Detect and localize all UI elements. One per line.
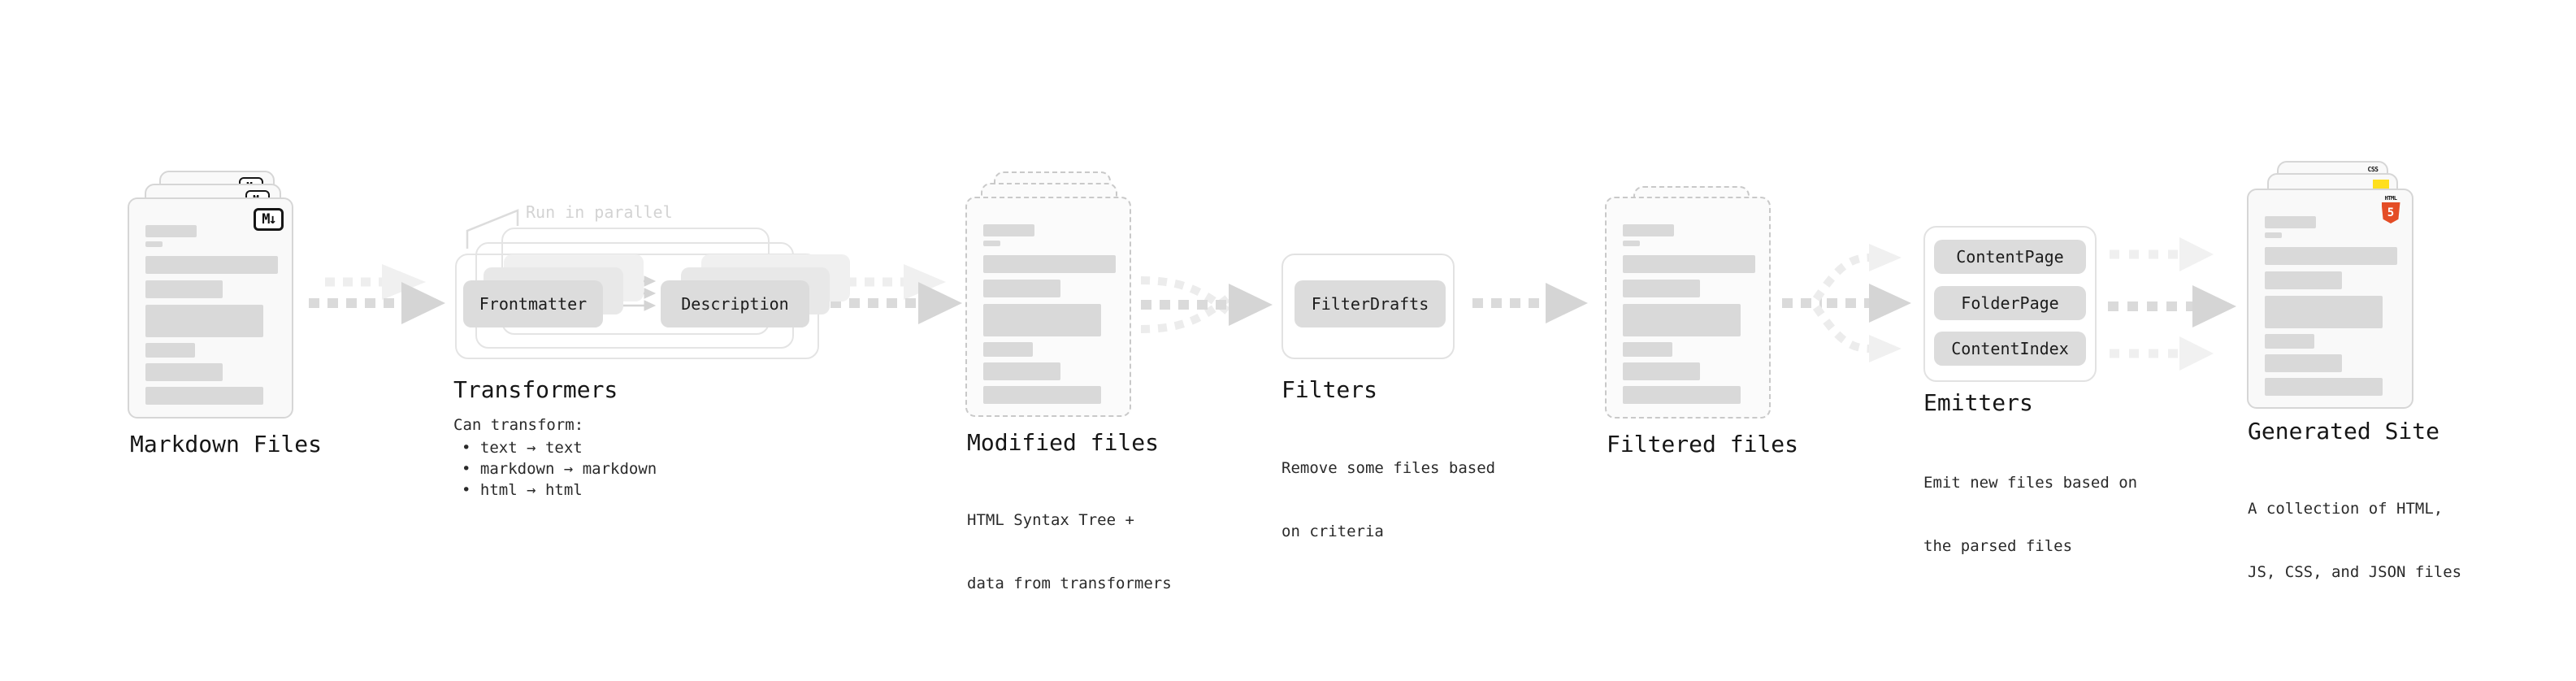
arrow-transformers-to-modified [830,282,962,324]
content-placeholder-bar [2265,271,2342,289]
content-placeholder-bar [1623,386,1741,404]
content-placeholder-bar [1623,342,1672,357]
html5-icon-number: 5 [2387,206,2395,219]
markdown-icon: M↓ [254,208,284,231]
arrow-markdown-to-transformers [309,282,445,324]
content-placeholder-bar [1623,224,1674,236]
content-placeholder-bar [145,387,263,405]
content-placeholder-bar [1623,280,1700,297]
emitters-desc-line: the parsed files [1923,537,2073,555]
content-placeholder-bar [145,363,223,381]
markdown-file-front: M↓ [128,197,293,419]
html5-icon-word: HTML [2384,195,2397,202]
arrow-filters-to-filtered [1472,283,1588,323]
content-placeholder-bar [145,305,263,337]
contentindex-chip: ContentIndex [1934,332,2086,366]
transformers-title: Transformers [453,376,618,403]
filters-title: Filters [1281,376,1378,403]
content-placeholder-bar [983,342,1033,357]
description-chip: Description [661,280,809,327]
arrow-markdown-to-transformers-ghost [325,264,426,300]
transformers-bullet: markdown → markdown [462,458,657,479]
arrow-emitters-to-generated-bottom [2110,336,2214,371]
filters-desc-line: on criteria [1281,523,1384,540]
emitters-desc-line: Emit new files based on [1923,474,2138,492]
content-placeholder-bar [983,224,1034,236]
content-placeholder-bar [1623,304,1741,336]
emitters-desc: Emit new files based on the parsed files [1923,430,2137,599]
transformers-bullet-list: text → text markdown → markdown html → h… [462,437,657,501]
modified-desc-line: HTML Syntax Tree + [967,511,1134,529]
arrow-emitters-to-generated-middle [2108,285,2236,327]
content-placeholder-bar [983,241,1000,246]
filtered-title: Filtered files [1607,431,1799,458]
content-placeholder-bar [983,386,1101,404]
content-placeholder-bar [983,280,1060,297]
generated-file-front: HTML 5 [2247,189,2413,409]
content-placeholder-bar [145,343,195,358]
filtered-file-front [1605,197,1771,419]
arrow-filtered-to-emitters [1782,244,1911,362]
content-placeholder-bar [1623,255,1755,273]
filterdrafts-chip: FilterDrafts [1295,280,1446,327]
folderpage-chip: FolderPage [1934,286,2086,320]
content-placeholder-bar [145,225,197,237]
modified-desc: HTML Syntax Tree + data from transformer… [967,467,1172,636]
content-placeholder-bar [1623,362,1700,380]
generated-title: Generated Site [2248,418,2440,445]
html5-icon: HTML 5 [2381,195,2400,223]
modified-file-front [965,197,1131,417]
markdown-title: Markdown Files [130,431,323,458]
content-placeholder-bar [145,280,223,298]
frontmatter-chip: Frontmatter [463,280,603,327]
filters-desc-line: Remove some files based [1281,459,1496,477]
arrow-modified-to-filters [1140,276,1273,333]
content-placeholder-bar [983,255,1116,273]
content-placeholder-bar [1623,241,1640,246]
content-placeholder-bar [2265,232,2282,238]
content-placeholder-bar [2265,296,2383,328]
content-placeholder-bar [983,362,1060,380]
generated-desc-line: JS, CSS, and JSON files [2248,563,2462,581]
modified-desc-line: data from transformers [967,575,1172,592]
arrow-emitters-to-generated-top [2110,237,2214,271]
content-placeholder-bar [2265,354,2342,372]
transformers-desc-heading: Can transform: [453,416,584,434]
arrow-transformers-to-modified-ghost [829,264,946,300]
css-icon-label: CSS [2367,166,2379,173]
content-placeholder-bar [983,304,1101,336]
content-placeholder-bar [2265,216,2316,228]
generated-desc-line: A collection of HTML, [2248,500,2444,518]
modified-title: Modified files [967,429,1160,456]
html5-icon-shield: 5 [2381,202,2400,223]
content-placeholder-bar [2265,378,2383,396]
transformers-bullet: html → html [462,479,657,501]
filters-desc: Remove some files based on criteria [1281,415,1495,584]
emitters-title: Emitters [1923,389,2033,416]
content-placeholder-bar [145,256,278,274]
generated-desc: A collection of HTML, JS, CSS, and JSON … [2248,456,2461,625]
content-placeholder-bar [145,241,163,247]
contentpage-chip: ContentPage [1934,240,2086,274]
run-in-parallel-label: Run in parallel [526,202,673,222]
run-in-parallel-leader-line [466,209,519,249]
transformers-bullet: text → text [462,437,657,458]
content-placeholder-bar [2265,247,2397,265]
content-placeholder-bar [2265,334,2314,349]
